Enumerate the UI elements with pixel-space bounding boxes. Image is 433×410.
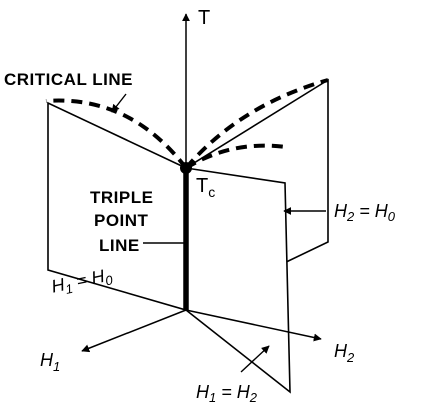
h2-axis <box>185 309 322 342</box>
critical-line-right <box>184 78 329 170</box>
h1h2-eq: = H <box>216 382 251 402</box>
h1-eq-main: H <box>50 274 68 296</box>
h1-eq-sub0: 0 <box>104 272 115 288</box>
triple-label-line-2: POINT <box>94 211 149 230</box>
h2-axis-label: H2 <box>334 341 355 365</box>
h1-equals-h0-label-group: H1 = H0 <box>50 264 115 299</box>
h1h2-sub1: 1 <box>209 390 216 405</box>
h1-axis-main: H <box>40 350 54 370</box>
triple-label-line-1: TRIPLE <box>90 188 153 207</box>
h1-axis-sub: 1 <box>53 359 60 374</box>
tc-main: T <box>196 175 208 197</box>
h2-eq-sub: 2 <box>346 209 355 224</box>
plane-h1-equals-h2 <box>185 167 291 394</box>
tc-sub: c <box>208 184 215 200</box>
critical-temperature-label: Tc <box>196 175 215 200</box>
h2-axis-sub: 2 <box>346 350 355 365</box>
critical-line-leader <box>111 93 127 113</box>
triple-label-line-3: LINE <box>99 236 140 255</box>
h2-axis-main: H <box>334 341 348 361</box>
critical-line-label: CRITICAL LINE <box>4 70 133 89</box>
h2-eq-main: H <box>334 201 348 221</box>
h2-eq-eq: = H <box>354 201 389 221</box>
h1-eq-sub: 1 <box>64 281 74 297</box>
h1h2-sub2: 2 <box>249 390 258 405</box>
h1-axis-label: H1 <box>40 350 60 374</box>
h1-axis <box>81 309 187 353</box>
h1-equals-h0-label: H1 = H0 <box>50 264 115 299</box>
h2-eq-sub0: 0 <box>388 209 396 224</box>
critical-line-front <box>184 143 287 170</box>
h1h2-main: H <box>196 382 210 402</box>
h1-equals-h2-label: H1 = H2 <box>196 382 258 405</box>
t-axis-label: T <box>198 7 210 29</box>
h2-equals-h0-label: H2 = H0 <box>334 201 396 224</box>
critical-line-left <box>45 98 188 170</box>
h1-equals-h2-pointer <box>240 345 270 373</box>
critical-point-dot <box>180 162 192 174</box>
